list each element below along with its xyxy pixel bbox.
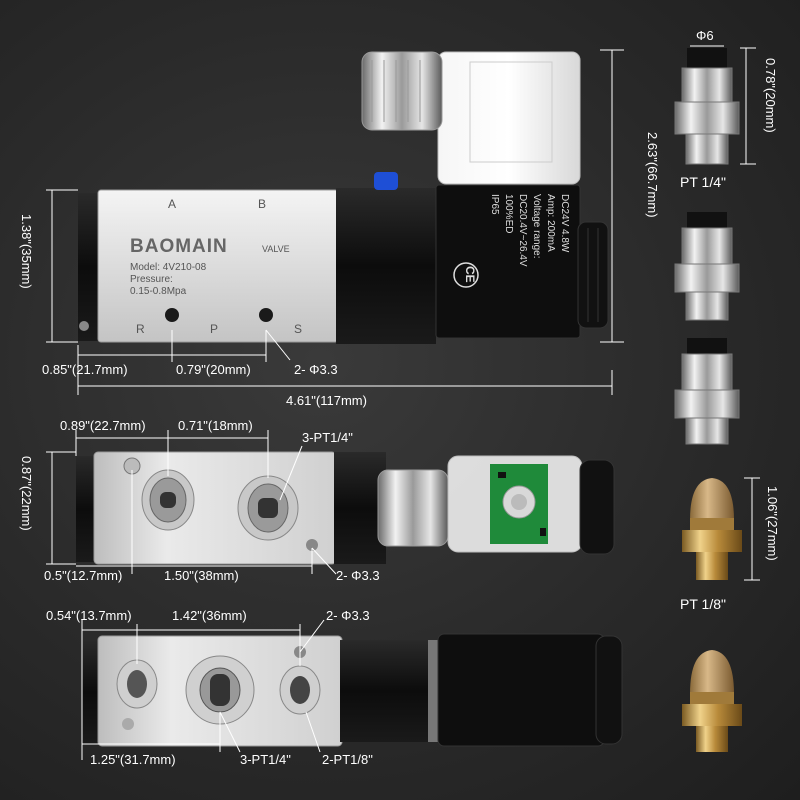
dim-0-79: 0.79"(20mm) — [176, 362, 251, 377]
top-left-endcap — [78, 193, 100, 341]
push-fittings — [674, 48, 740, 445]
muffler-1 — [682, 478, 742, 580]
dim-total-length: 4.61"(117mm) — [286, 393, 367, 408]
pressure-label: Pressure: — [130, 274, 173, 285]
port-s-label: S — [294, 322, 303, 336]
coil-line-6: IP65 — [489, 194, 500, 215]
fitting-1 — [674, 48, 740, 165]
top-manual-button — [374, 172, 398, 190]
fitting-diameter: Φ6 — [696, 28, 714, 43]
port-bot-b-label: 2-PT1/8" — [322, 752, 373, 767]
coil-line-2: Amp: 200mA — [545, 194, 556, 252]
hole-mid-label: 2- Φ3.3 — [336, 568, 380, 583]
dim-total-height: 2.63"(66.7mm) — [645, 132, 660, 218]
dim-0-71: 0.71"(18mm) — [178, 418, 253, 433]
top-junction-box — [437, 51, 581, 185]
fitting-2 — [674, 212, 740, 321]
dim-1-42: 1.42"(36mm) — [172, 608, 247, 623]
dim-height-top: 1.38"(35mm) — [19, 214, 34, 289]
top-hole-left — [165, 308, 179, 322]
dim-0-54: 0.54"(13.7mm) — [46, 608, 132, 623]
valve-word: VALVE — [262, 244, 290, 254]
top-cable-gland — [361, 51, 443, 131]
dim-1-50: 1.50"(38mm) — [164, 568, 239, 583]
middle-valve — [76, 451, 615, 565]
port-a-label: A — [168, 197, 177, 211]
top-hole-right — [259, 308, 273, 322]
coil-line-3: Voltage range: — [531, 194, 542, 259]
bottom-coil — [437, 633, 605, 747]
hole-bot-label: 2- Φ3.3 — [326, 608, 370, 623]
mufflers — [682, 478, 742, 752]
dim-0-5: 0.5"(12.7mm) — [44, 568, 123, 583]
muffler-height: 1.06"(27mm) — [765, 486, 780, 561]
bottom-valve — [82, 633, 623, 747]
port-p-label: P — [210, 322, 219, 336]
fitting-3 — [674, 338, 740, 445]
port-mid-label: 3-PT1/4" — [302, 430, 353, 445]
coil-line-1: DC24V 4.8W — [559, 194, 570, 253]
dim-0-85: 0.85"(21.7mm) — [42, 362, 128, 377]
muffler-thread: PT 1/8" — [680, 596, 726, 612]
brand-label: BAOMAIN — [130, 236, 228, 257]
dim-1-25: 1.25"(31.7mm) — [90, 752, 176, 767]
pressure-value: 0.15-0.8Mpa — [130, 286, 187, 297]
coil-line-5: 100%ED — [503, 194, 514, 234]
fitting-height: 0.78"(20mm) — [763, 58, 778, 133]
dimension-lines — [46, 45, 760, 760]
dim-height-mid: 0.87"(22mm) — [19, 456, 34, 531]
top-solenoid-block — [336, 188, 436, 344]
port-bot-a-label: 3-PT1/4" — [240, 752, 291, 767]
hole-top-label: 2- Φ3.3 — [294, 362, 338, 377]
model-label: Model: 4V210-08 — [130, 262, 207, 273]
top-connector-cap — [577, 221, 609, 329]
ce-mark: CE — [463, 266, 477, 283]
port-b-label: B — [258, 197, 267, 211]
dim-0-89: 0.89"(22.7mm) — [60, 418, 146, 433]
coil-line-4: DC20.4V~26.4V — [517, 194, 528, 267]
fitting-thread: PT 1/4" — [680, 174, 726, 190]
muffler-2 — [682, 650, 742, 752]
port-r-label: R — [136, 322, 145, 336]
top-valve — [78, 51, 609, 344]
